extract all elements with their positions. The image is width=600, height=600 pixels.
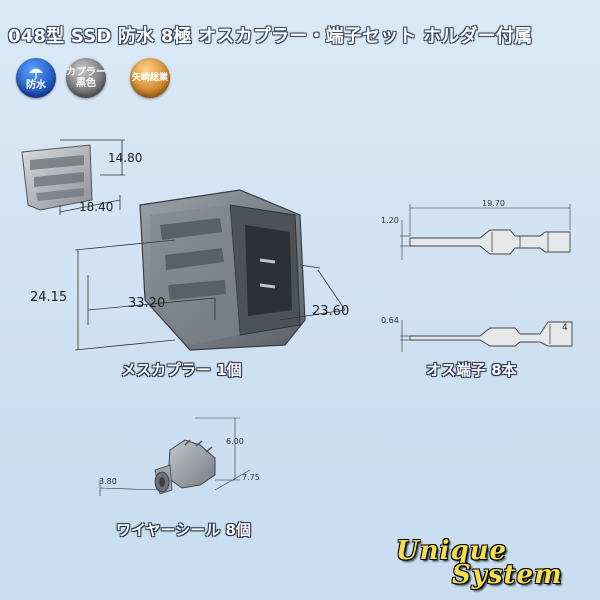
terminal-top-view	[409, 229, 571, 255]
holder-height-dimension: 14.80	[108, 151, 143, 165]
page-title: 048型 SSD 防水 8極 オスカプラー・端子セット ホルダー付属	[8, 26, 533, 47]
holder-part	[21, 144, 93, 211]
maker-badge: 矢崎総業	[130, 58, 170, 98]
seal-label: ワイヤーシール 8個	[116, 521, 251, 539]
male-terminal-part	[409, 229, 573, 347]
coupler-color-badge-line1: カプラー	[66, 67, 106, 78]
seal-diameter-dimension: 6.00	[226, 437, 244, 446]
waterproof-badge: 防水	[16, 58, 56, 98]
holder-width-dimension: 18.40	[79, 200, 114, 214]
terminal-side-view	[409, 321, 573, 347]
terminal-label: オス端子 8本	[426, 361, 517, 379]
logo-line2: System	[452, 560, 563, 590]
waterproof-badge-label: 防水	[26, 79, 46, 91]
logo-line1: Unique	[396, 536, 508, 566]
unique-system-logo: Unique System	[392, 536, 592, 594]
coupler-depth-dimension: 23.60	[312, 304, 350, 319]
female-coupler-part	[139, 189, 321, 351]
coupler-color-badge-line2: 黒色	[76, 78, 96, 89]
terminal-length-dimension: 19.70	[482, 199, 505, 208]
terminal-thickness-dimension: 0.64	[381, 316, 399, 325]
coupler-color-badge: カプラー 黒色	[66, 58, 106, 98]
wire-seal-part	[154, 439, 216, 495]
coupler-label: メスカプラー 1個	[121, 361, 242, 379]
maker-badge-label: 矢崎総業	[131, 72, 168, 83]
seal-dimension-lines	[99, 417, 251, 496]
coupler-length-dimension: 33.20	[128, 296, 166, 311]
coupler-height-dimension: 24.15	[30, 290, 68, 305]
seal-inner-dimension: 3.80	[99, 477, 117, 486]
seal-length-dimension: 7.75	[242, 473, 260, 482]
holder-dimension-lines	[59, 139, 125, 215]
terminal-mark: 4	[562, 323, 568, 333]
coupler-dimension-lines	[74, 239, 346, 351]
terminal-dimension-lines	[400, 204, 571, 352]
terminal-height-dimension: 1.20	[381, 216, 399, 225]
umbrella-icon	[29, 68, 43, 80]
